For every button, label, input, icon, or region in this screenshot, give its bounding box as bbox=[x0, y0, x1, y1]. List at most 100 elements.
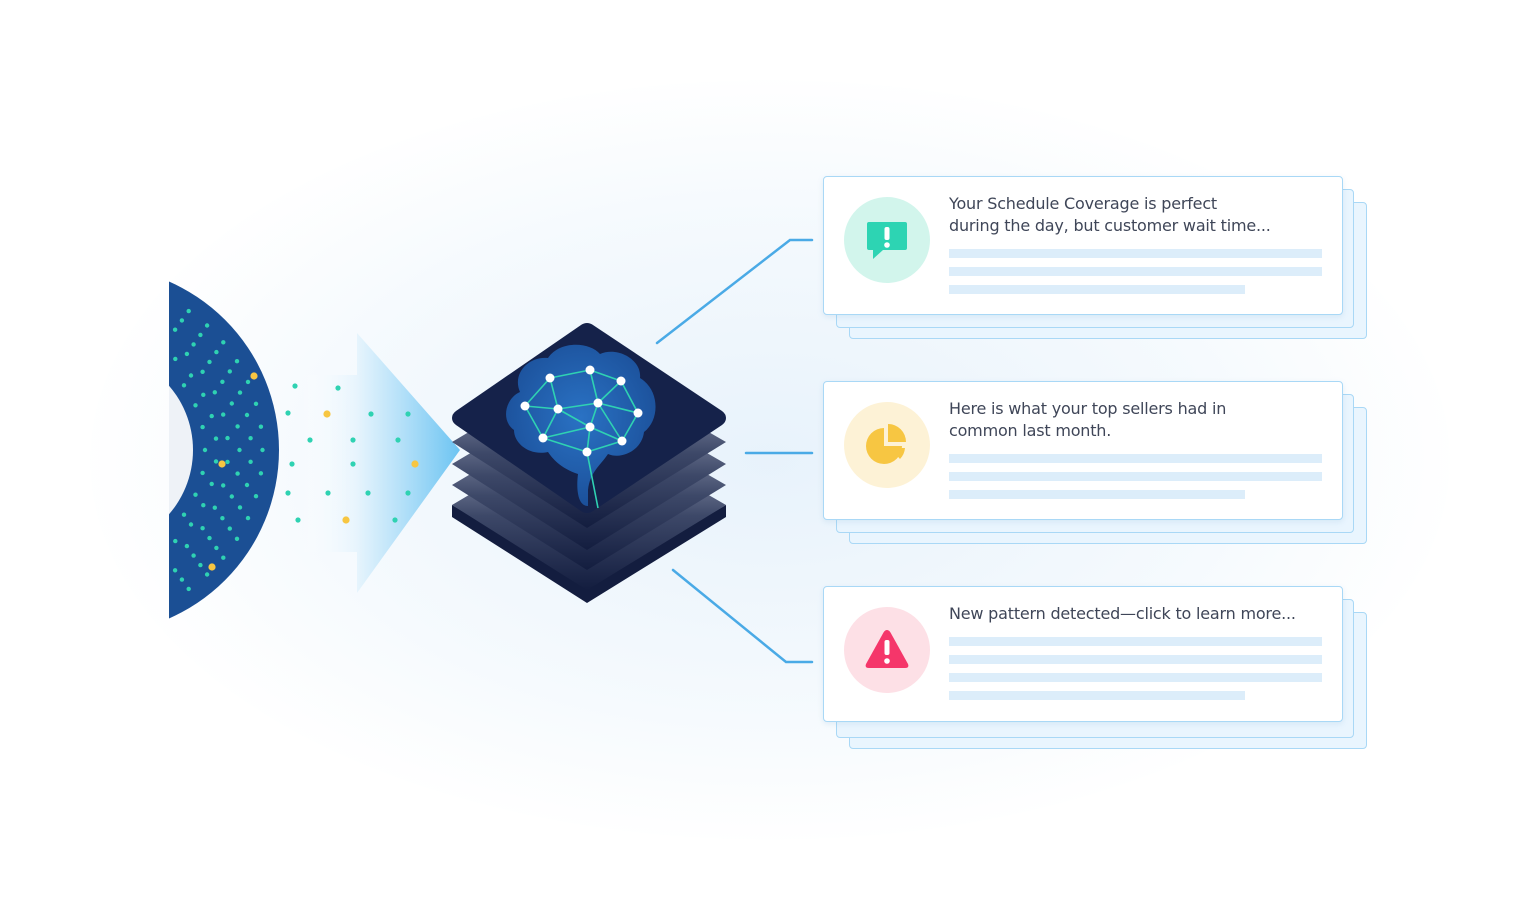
data-dot bbox=[235, 471, 240, 476]
data-particle bbox=[335, 385, 341, 391]
data-dot bbox=[229, 494, 234, 499]
data-dot bbox=[188, 373, 194, 378]
data-dot bbox=[213, 459, 219, 464]
data-dot bbox=[220, 379, 225, 384]
ai-model-stack bbox=[452, 323, 726, 603]
data-dot bbox=[202, 447, 208, 453]
placeholder-line bbox=[949, 267, 1322, 276]
placeholder-line bbox=[949, 691, 1245, 700]
placeholder-line bbox=[949, 490, 1245, 499]
data-dot bbox=[173, 538, 178, 544]
data-dot bbox=[227, 526, 232, 531]
insight-card-stack-1: Your Schedule Coverage is perfect during… bbox=[823, 176, 1368, 351]
placeholder-line bbox=[949, 454, 1322, 463]
card-message-line: Here is what your top sellers had in bbox=[949, 399, 1227, 418]
data-dot bbox=[172, 568, 178, 573]
data-dot bbox=[191, 553, 196, 558]
data-particle bbox=[285, 410, 291, 416]
data-dot bbox=[186, 586, 191, 592]
data-dot bbox=[207, 535, 212, 541]
data-dot bbox=[193, 492, 198, 497]
connectors bbox=[655, 238, 814, 664]
connector-line-bottom bbox=[671, 568, 814, 664]
data-dot bbox=[225, 435, 230, 441]
data-particle-highlight bbox=[323, 410, 331, 418]
neural-network-nodes bbox=[520, 365, 643, 457]
data-dot bbox=[184, 351, 190, 357]
data-dot bbox=[172, 327, 178, 332]
data-dot-highlight bbox=[250, 372, 258, 380]
data-dot bbox=[214, 545, 219, 551]
card-message-line: common last month. bbox=[949, 421, 1112, 440]
data-dot bbox=[229, 401, 234, 406]
placeholder-line bbox=[949, 285, 1245, 294]
data-dot bbox=[209, 413, 214, 419]
pie-chart-icon-circle bbox=[844, 402, 930, 488]
data-dot bbox=[258, 424, 264, 429]
data-particle bbox=[285, 490, 291, 496]
data-dot bbox=[201, 503, 206, 508]
data-dot bbox=[191, 342, 196, 347]
pie-chart-icon bbox=[866, 424, 906, 464]
placeholder-line bbox=[949, 655, 1322, 664]
data-particle bbox=[350, 461, 356, 467]
data-dot bbox=[237, 390, 243, 395]
card-message-line: Your Schedule Coverage is perfect bbox=[949, 194, 1217, 213]
data-dot bbox=[179, 318, 185, 323]
data-dot bbox=[207, 359, 212, 365]
data-dot bbox=[245, 515, 251, 521]
data-dot bbox=[244, 412, 250, 418]
data-dot bbox=[237, 447, 242, 453]
data-dot bbox=[200, 369, 205, 374]
data-dot bbox=[204, 572, 210, 577]
insight-card-stack-3: New pattern detected—click to learn more… bbox=[823, 586, 1368, 761]
data-dot bbox=[201, 392, 206, 397]
data-dot bbox=[221, 340, 226, 345]
data-dot bbox=[198, 562, 203, 568]
data-dot bbox=[234, 359, 240, 364]
insight-card-schedule-coverage[interactable]: Your Schedule Coverage is perfect during… bbox=[823, 176, 1343, 315]
data-dot bbox=[220, 516, 225, 521]
data-dot bbox=[200, 470, 205, 476]
data-particle bbox=[395, 437, 401, 443]
card-message: Here is what your top sellers had in com… bbox=[949, 398, 1309, 442]
data-particle bbox=[350, 437, 356, 443]
data-dot bbox=[179, 577, 185, 582]
flow-arrow bbox=[300, 333, 460, 593]
placeholder-line bbox=[949, 472, 1322, 481]
data-dot bbox=[181, 512, 187, 517]
data-dot bbox=[200, 526, 205, 531]
card-message-line: New pattern detected—click to learn more… bbox=[949, 604, 1296, 623]
data-dot bbox=[221, 412, 226, 417]
data-dot bbox=[237, 505, 243, 510]
data-dot bbox=[253, 494, 259, 499]
placeholder-line bbox=[949, 249, 1322, 258]
data-dot bbox=[225, 459, 230, 465]
data-particle bbox=[405, 411, 411, 417]
data-dot bbox=[245, 379, 251, 385]
data-particle bbox=[392, 517, 398, 523]
data-dot bbox=[184, 543, 190, 549]
data-particle bbox=[289, 461, 295, 467]
data-particle bbox=[295, 517, 301, 523]
data-dot bbox=[244, 482, 250, 488]
insight-card-top-sellers[interactable]: Here is what your top sellers had in com… bbox=[823, 381, 1343, 520]
data-particle bbox=[325, 490, 331, 496]
chat-alert-icon bbox=[867, 222, 907, 259]
data-dot bbox=[186, 308, 191, 314]
card-message-line: during the day, but customer wait time..… bbox=[949, 216, 1271, 235]
insight-card-new-pattern[interactable]: New pattern detected—click to learn more… bbox=[823, 586, 1343, 722]
neural-network-lines bbox=[524, 369, 639, 509]
data-dot bbox=[198, 332, 203, 338]
data-dot bbox=[173, 356, 178, 362]
card-message: Your Schedule Coverage is perfect during… bbox=[949, 193, 1309, 237]
data-particle bbox=[307, 437, 313, 443]
data-dot bbox=[221, 555, 226, 560]
placeholder-line bbox=[949, 637, 1322, 646]
placeholder-line bbox=[949, 673, 1322, 682]
data-dot bbox=[214, 349, 219, 355]
warning-icon bbox=[865, 630, 909, 668]
data-dot bbox=[260, 447, 265, 453]
